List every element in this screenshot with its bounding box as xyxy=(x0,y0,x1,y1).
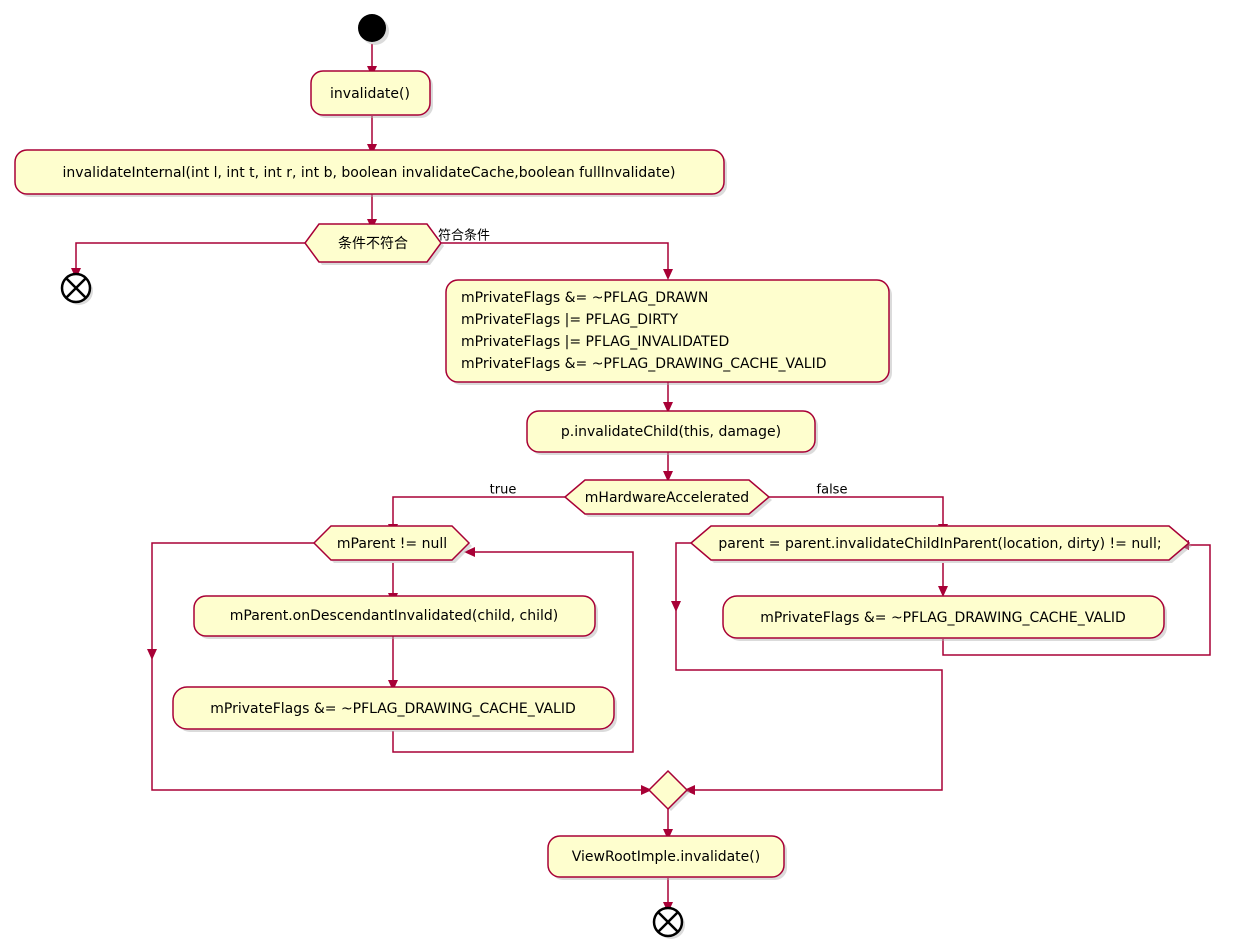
node-clear-cache-right[interactable]: mPrivateFlags &= ~PFLAG_DRAWING_CACHE_VA… xyxy=(722,595,1167,641)
arrowhead-right-exit-down xyxy=(671,601,681,612)
arrowhead-condition-to-setflags xyxy=(663,269,673,280)
node-set-flags-box[interactable] xyxy=(445,279,890,383)
edge-condition-to-early-exit xyxy=(75,242,319,271)
edge-label-true: true xyxy=(490,483,517,498)
edge-label-match-condition: 符合条件 xyxy=(438,228,490,244)
arrowhead-left-exit-to-merge xyxy=(641,785,652,795)
node-parent-not-null-hexagon[interactable] xyxy=(312,525,471,561)
arrowhead-right-exit-to-merge xyxy=(684,785,695,795)
node-set-flags-line-1: mPrivateFlags &= ~PFLAG_DRAWN xyxy=(461,290,708,306)
arrowhead-left-exit-down xyxy=(147,649,157,660)
edge-label-false: false xyxy=(817,483,848,498)
node-on-descendant-invalidated[interactable]: mParent.onDescendantInvalidated(child, c… xyxy=(193,595,598,639)
node-invalidate-internal[interactable]: invalidateInternal(int l, int t, int r, … xyxy=(14,149,727,197)
node-merge-diamond xyxy=(647,769,689,811)
node-invalidate-internal-label: invalidateInternal(int l, int t, int r, … xyxy=(63,165,676,181)
node-clear-cache-left[interactable]: mPrivateFlags &= ~PFLAG_DRAWING_CACHE_VA… xyxy=(172,686,617,732)
edge-left-exit-to-merge xyxy=(151,542,644,791)
end-node-early-exit xyxy=(60,272,93,305)
node-clear-cache-left-label: mPrivateFlags &= ~PFLAG_DRAWING_CACHE_VA… xyxy=(210,701,576,717)
end-node-final-cross xyxy=(657,911,679,933)
node-condition-check-label: 条件不符合 xyxy=(338,235,408,252)
node-condition-check[interactable]: 条件不符合 xyxy=(304,223,444,265)
edge-hwaccel-true-to-parentnotnull xyxy=(392,496,570,527)
arrowhead-setflags-to-invalidatechild xyxy=(663,402,673,413)
node-invalidate-child-in-parent-hexagon[interactable] xyxy=(689,525,1191,561)
node-set-flags-line-2: mPrivateFlags |= PFLAG_DIRTY xyxy=(461,312,678,328)
arrowhead-ondescendant-to-clearcacheleft xyxy=(388,680,398,691)
node-invalidate-child-in-parent[interactable]: parent = parent.invalidateChildInParent(… xyxy=(689,525,1192,563)
node-parent-not-null-label: mParent != null xyxy=(337,536,447,552)
end-node-final xyxy=(652,906,685,939)
node-invalidate-child[interactable]: p.invalidateChild(this, damage) xyxy=(526,410,818,455)
node-view-root-invalidate-label: ViewRootImple.invalidate() xyxy=(572,849,760,865)
node-invalidate-label: invalidate() xyxy=(330,86,410,102)
node-hardware-accelerated-label: mHardwareAccelerated xyxy=(585,490,749,506)
start-node xyxy=(358,14,389,45)
node-on-descendant-invalidated-box[interactable] xyxy=(193,595,596,637)
end-node-early-exit-cross xyxy=(65,277,87,299)
arrowhead-left-loopback xyxy=(464,547,475,557)
node-hardware-accelerated[interactable]: mHardwareAccelerated xyxy=(563,479,772,517)
start-node-circle xyxy=(358,14,386,42)
node-set-flags-line-3: mPrivateFlags |= PFLAG_INVALIDATED xyxy=(461,334,729,350)
node-view-root-invalidate[interactable]: ViewRootImple.invalidate() xyxy=(547,835,787,880)
node-clear-cache-left-box[interactable] xyxy=(172,686,615,730)
node-merge xyxy=(647,769,690,811)
edge-condition-to-setflags xyxy=(427,242,669,272)
node-parent-not-null[interactable]: mParent != null xyxy=(312,525,472,563)
node-set-flags-line-4: mPrivateFlags &= ~PFLAG_DRAWING_CACHE_VA… xyxy=(461,356,827,372)
node-invalidate-box[interactable] xyxy=(310,70,431,116)
node-on-descendant-invalidated-label: mParent.onDescendantInvalidated(child, c… xyxy=(230,608,558,624)
arrowhead-invalidatechild-to-hwaccel xyxy=(663,471,673,482)
node-invalidate-child-label: p.invalidateChild(this, damage) xyxy=(561,424,781,440)
edge-left-loopback xyxy=(392,551,634,753)
node-view-root-invalidate-box[interactable] xyxy=(547,835,785,878)
edge-right-loopback xyxy=(942,544,1211,656)
node-invalidate-internal-box[interactable] xyxy=(14,149,725,195)
node-invalidate[interactable]: invalidate() xyxy=(310,70,433,118)
node-clear-cache-right-box[interactable] xyxy=(722,595,1165,639)
edge-hwaccel-false-to-childinparent xyxy=(766,496,944,527)
arrowhead-childinparent-to-clearcacheright xyxy=(938,586,948,597)
node-invalidate-child-box[interactable] xyxy=(526,410,816,453)
node-set-flags[interactable]: mPrivateFlags &= ~PFLAG_DRAWN mPrivateFl… xyxy=(445,279,892,385)
node-invalidate-child-in-parent-label: parent = parent.invalidateChildInParent(… xyxy=(718,536,1161,552)
node-clear-cache-right-label: mPrivateFlags &= ~PFLAG_DRAWING_CACHE_VA… xyxy=(760,610,1126,626)
node-hardware-accelerated-hexagon[interactable] xyxy=(563,479,771,515)
arrowhead-merge-to-viewroot xyxy=(663,829,673,840)
edge-right-exit-to-merge xyxy=(675,542,943,791)
node-condition-check-hexagon[interactable] xyxy=(304,223,442,263)
